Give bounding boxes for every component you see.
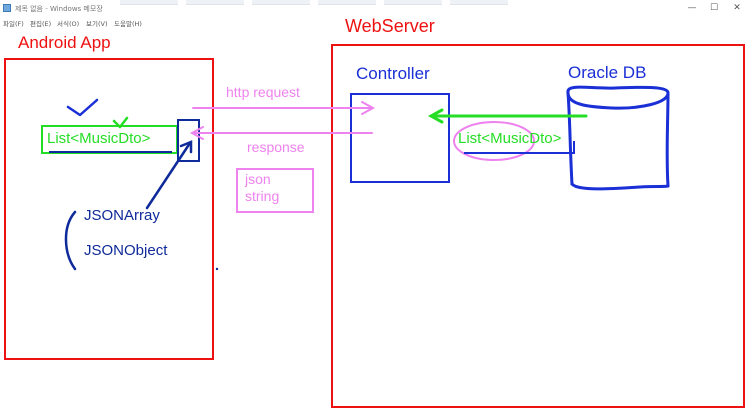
db-to-controller-arrow (427, 108, 588, 124)
title-bar: 제목 없음 - Windows 메모장 — ☐ ✕ (0, 0, 750, 18)
window-title: 제목 없음 - Windows 메모장 (15, 5, 103, 13)
oracle-db-label: Oracle DB (568, 63, 647, 82)
controller-label: Controller (356, 64, 430, 83)
maximize-button[interactable]: ☐ (709, 3, 719, 13)
menu-format[interactable]: 서식(O) (57, 20, 80, 28)
json-string-label-line2: string (245, 188, 280, 204)
highlight-ellipse (453, 121, 535, 161)
http-request-arrow (192, 101, 376, 115)
android-app-label: Android App (18, 33, 111, 52)
drawing-canvas[interactable]: Android App WebServer Controller Oracle … (0, 16, 750, 420)
list-music-dto-server-label: List<MusicDto> (458, 130, 562, 147)
json-bracket (64, 210, 77, 271)
http-request-label: http request (226, 84, 300, 100)
response-label: response (247, 139, 305, 155)
json-array-label: JSONArray (84, 207, 160, 224)
menu-edit[interactable]: 편집(E) (30, 20, 52, 28)
small-blue-box (177, 119, 200, 162)
ink-dot (215, 267, 219, 271)
json-string-box (236, 168, 314, 213)
response-arrow (189, 126, 373, 140)
json-to-list-arrow (145, 140, 193, 210)
menu-view[interactable]: 보기(V) (86, 20, 108, 28)
json-object-label: JSONObject (84, 242, 168, 259)
json-string-label-line1: json (245, 171, 271, 187)
database-cylinder-icon (566, 85, 670, 191)
menu-bar: 파일(F) 편집(E) 서식(O) 보기(V) 도움말(H) (0, 17, 750, 28)
webserver-label: WebServer (345, 16, 435, 36)
list-music-dto-app-label: List<MusicDto> (47, 130, 151, 147)
close-button[interactable]: ✕ (733, 3, 741, 13)
background-tabs (120, 0, 540, 5)
webserver-box (331, 44, 745, 408)
controller-box (350, 93, 450, 183)
menu-help[interactable]: 도움말(H) (114, 20, 142, 28)
minimize-button[interactable]: — (687, 3, 697, 13)
android-app-box (4, 58, 214, 360)
notepad-icon (3, 4, 11, 12)
menu-file[interactable]: 파일(F) (3, 20, 24, 28)
green-check-mark (112, 116, 129, 129)
blue-check-mark (66, 98, 99, 117)
sketch-strokes (49, 85, 670, 271)
